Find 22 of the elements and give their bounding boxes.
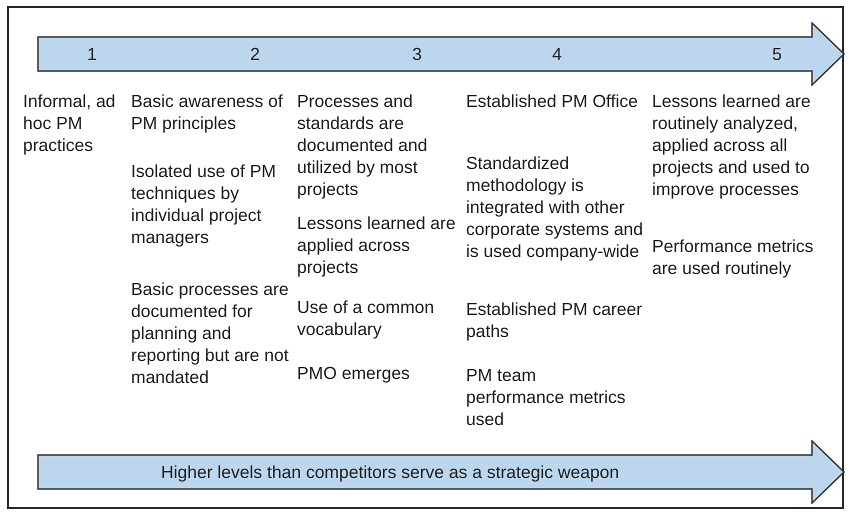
level-number: 2 <box>250 43 260 65</box>
maturity-description: Basic awareness of PM principles <box>131 90 284 134</box>
maturity-description: Lessons learned are applied across projects <box>297 212 457 278</box>
maturity-description: Established PM Office <box>466 90 639 112</box>
maturity-description: Standardized methodology is integrated with other corporate systems and is used company-wide <box>466 152 644 262</box>
level-number: 1 <box>87 43 97 65</box>
maturity-description: Established PM career paths <box>466 298 644 342</box>
maturity-description: Lessons learned are routinely analyzed, applied across all projects and used to improve processes <box>652 90 812 200</box>
maturity-description: Isolated use of PM techniques by individual project managers <box>131 160 277 248</box>
level-number: 4 <box>552 43 562 65</box>
maturity-description: Performance metrics are used routinely <box>652 235 814 279</box>
maturity-description: PMO emerges <box>297 362 411 384</box>
arrow-banner <box>37 440 845 504</box>
arrow-banner <box>37 22 845 86</box>
maturity-description: Basic processes are documented for planning and reporting but are not mandated <box>131 278 290 388</box>
maturity-description: PM team performance metrics used <box>466 364 626 430</box>
level-number: 3 <box>412 43 422 65</box>
maturity-description: Use of a common vocabulary <box>297 296 436 340</box>
banner-text: Higher levels than competitors serve as a strategic weapon <box>161 461 620 483</box>
maturity-description: Processes and standards are documented and utilized by most projects <box>297 90 428 200</box>
maturity-description: Informal, ad hoc PM practices <box>23 90 116 156</box>
level-number: 5 <box>772 43 782 65</box>
